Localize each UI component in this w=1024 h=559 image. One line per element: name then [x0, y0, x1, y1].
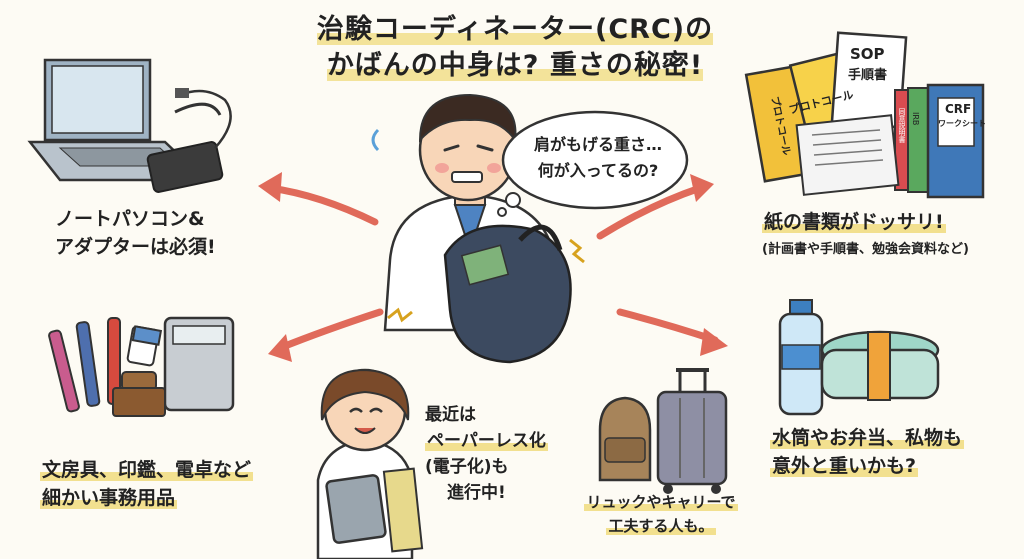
personal-caption-line-1: 水筒やお弁当、私物も	[770, 427, 965, 449]
stationery-caption-line-2: 細かい事務用品	[40, 487, 178, 509]
stationery-caption: 文房具、印鑑、電卓など 細かい事務用品	[40, 456, 254, 512]
arrow-head-papers	[690, 174, 714, 202]
binder-red-label: 同意説明書	[898, 108, 906, 143]
laptop-caption-line-1: ノートパソコン&	[55, 208, 205, 230]
luggage-icon	[598, 368, 728, 494]
arrow-to-stationery	[276, 308, 384, 352]
papers-caption-line-1: 紙の書類がドッサリ!	[762, 211, 946, 233]
thought-bubble-text: 肩がもげる重さ… 何が入ってるの?	[528, 132, 668, 184]
arrow-to-personal	[616, 308, 719, 344]
binder-crf-label: CRF	[945, 102, 972, 116]
page-title: 治験コーディネーター(CRC)の かばんの中身は? 重さの秘密!	[255, 12, 775, 84]
arrow-head-personal	[700, 328, 728, 356]
stationery-icon	[48, 316, 235, 417]
binder-green-label: IRB	[911, 112, 920, 126]
papers-caption-note: (計画書や手順書、勉強会資料など)	[762, 242, 969, 257]
luggage-line-2: 工夫する人も。	[606, 517, 716, 535]
arrow-head-laptop	[258, 172, 282, 202]
paperless-line-3: (電子化)も	[425, 457, 509, 477]
arrow-head-stationery	[268, 334, 292, 362]
luggage-line-1: リュックやキャリーで	[584, 493, 738, 511]
paperless-line-2: ペーパーレス化	[425, 431, 548, 451]
paperless-line-1: 最近は	[425, 405, 476, 425]
arrow-to-laptop	[266, 184, 379, 226]
woman-tablet-character	[316, 368, 424, 559]
laptop-caption: ノートパソコン& アダプターは必須!	[55, 205, 216, 261]
laptop-caption-line-2: アダプターは必須!	[55, 236, 216, 258]
title-line-2: かばんの中身は? 重さの秘密!	[326, 50, 704, 81]
arrow-to-papers	[596, 184, 704, 240]
laptop-icon	[27, 58, 232, 193]
binders-icon	[744, 31, 985, 199]
papers-caption: 紙の書類がドッサリ! (計画書や手順書、勉強会資料など)	[762, 208, 969, 257]
thought-line-1: 肩がもげる重さ…	[533, 135, 662, 154]
title-line-1: 治験コーディネーター(CRC)の	[316, 14, 714, 45]
personal-caption: 水筒やお弁当、私物も 意外と重いかも?	[770, 424, 965, 480]
binder-sop-label: SOP	[850, 45, 885, 63]
luggage-caption: リュックやキャリーで 工夫する人も。	[566, 490, 756, 538]
paperless-line-4: 進行中!	[447, 483, 506, 503]
crc-character	[371, 93, 585, 364]
binder-sop-sub-label: 手順書	[848, 68, 888, 83]
personal-caption-line-2: 意外と重いかも?	[770, 455, 919, 477]
stationery-caption-line-1: 文房具、印鑑、電卓など	[40, 459, 254, 481]
bottle-lunch-icon	[778, 299, 940, 416]
thought-line-2: 何が入ってるの?	[537, 161, 659, 180]
binder-crf-sub-label: ワークシート	[938, 119, 986, 128]
paperless-caption: 最近は ペーパーレス化 (電子化)も 進行中!	[425, 402, 548, 506]
thought-bubble	[497, 110, 689, 217]
